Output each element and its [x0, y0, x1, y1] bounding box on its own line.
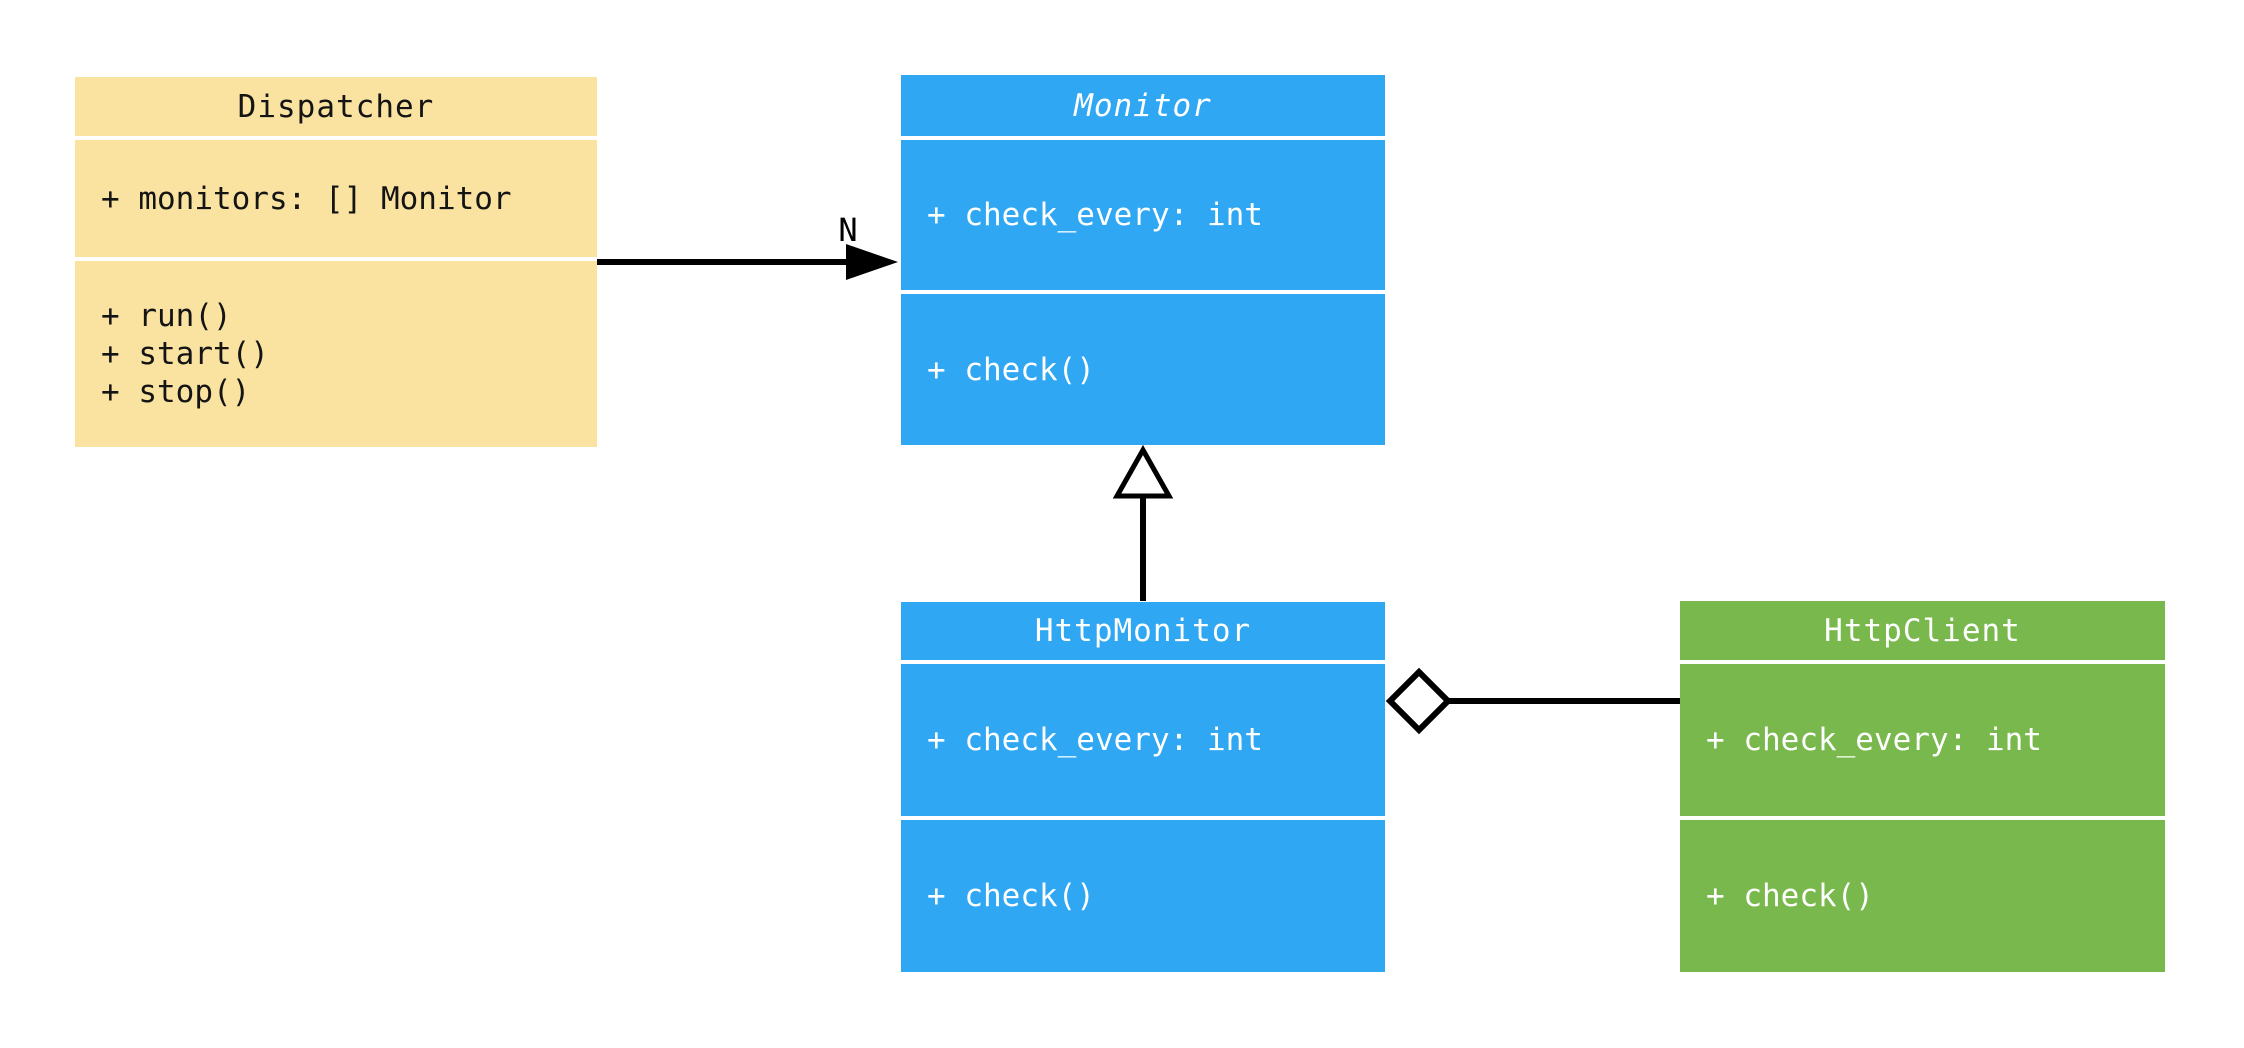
class-title: HttpMonitor [901, 602, 1385, 660]
attribute-text: + check_every: int [927, 722, 1263, 758]
methods-section: + run() + start() + stop() [75, 261, 597, 447]
class-box-monitor: Monitor + check_every: int + check() [901, 75, 1385, 445]
class-box-httpmonitor: HttpMonitor + check_every: int + check() [901, 602, 1385, 972]
attributes-section: + monitors: [] Monitor [75, 140, 597, 257]
association-arrowhead-icon [846, 244, 898, 280]
class-box-dispatcher: Dispatcher + monitors: [] Monitor + run(… [75, 77, 597, 447]
methods-section: + check() [901, 820, 1385, 972]
generalization-triangle-icon [1112, 444, 1174, 499]
method-text: + check() [927, 878, 1095, 914]
class-box-httpclient: HttpClient + check_every: int + check() [1680, 601, 2165, 972]
method-text: + check() [927, 351, 1095, 388]
multiplicity-label: N [838, 211, 858, 249]
class-title: HttpClient [1680, 601, 2165, 660]
method-text: + run() [101, 298, 232, 334]
attributes-section: + check_every: int [901, 140, 1385, 290]
methods-section: + check() [901, 294, 1385, 445]
method-text: + stop() [101, 374, 251, 410]
attributes-section: + check_every: int [1680, 664, 2165, 816]
methods-section: + check() [1680, 820, 2165, 972]
aggregation-diamond-icon [1385, 667, 1453, 735]
method-text: + check() [1706, 878, 1874, 914]
attributes-section: + check_every: int [901, 664, 1385, 816]
attribute-text: + check_every: int [1706, 722, 2042, 758]
attribute-text: + monitors: [] Monitor [101, 180, 512, 217]
method-text: + start() [101, 336, 269, 372]
class-title: Dispatcher [75, 77, 597, 136]
class-title: Monitor [901, 75, 1385, 136]
attribute-text: + check_every: int [927, 197, 1263, 233]
